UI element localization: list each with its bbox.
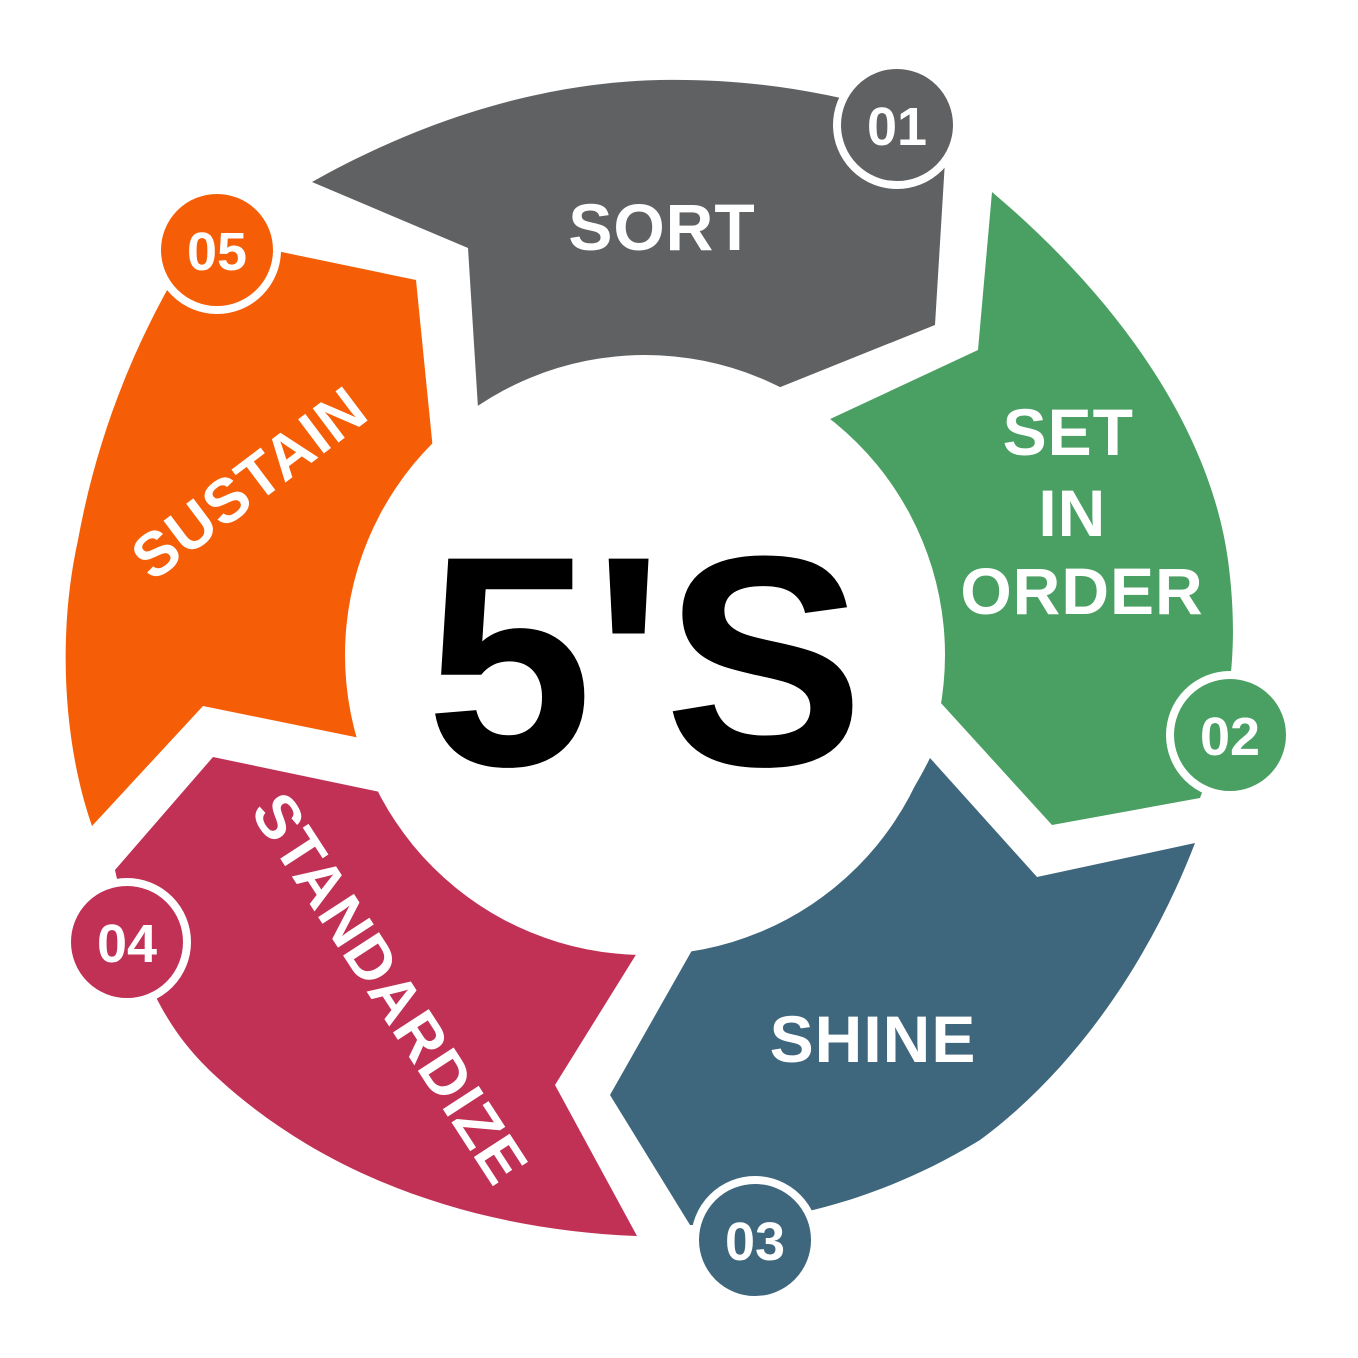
segment-sort-shape — [312, 79, 947, 408]
badge-01-circle — [833, 61, 961, 189]
badge-02-number: 02 — [1200, 707, 1260, 767]
segment-sustain: SUSTAIN — [65, 235, 433, 826]
badge-04-number: 04 — [97, 914, 157, 974]
segment-set-in-order-label: SET IN ORDER — [960, 395, 1203, 628]
badge-04: 04 — [63, 878, 191, 1006]
segment-set-in-order: SET IN ORDER — [828, 192, 1233, 825]
set-in-order-line-2: IN — [1038, 476, 1106, 550]
badge-05-number: 05 — [187, 222, 247, 282]
segment-standardize-shape — [115, 757, 637, 1236]
badge-04-circle — [63, 878, 191, 1006]
segment-sort: SORT — [312, 79, 947, 408]
center-circle — [345, 355, 945, 955]
segment-shine: SHINE — [610, 758, 1195, 1225]
badge-01-number: 01 — [867, 97, 927, 157]
set-in-order-line-1: SET — [1003, 395, 1134, 469]
segment-shine-shape — [610, 758, 1195, 1225]
badge-03-circle — [691, 1176, 819, 1304]
segment-sort-label: SORT — [568, 190, 755, 264]
center-title: 5'S — [426, 493, 864, 829]
segment-shine-label: SHINE — [770, 1002, 977, 1076]
badge-01: 01 — [833, 61, 961, 189]
badge-05: 05 — [153, 186, 281, 314]
badge-02-circle — [1166, 671, 1294, 799]
set-in-order-line-3: ORDER — [960, 554, 1203, 628]
segment-sustain-shape — [65, 235, 433, 826]
badge-05-circle — [153, 186, 281, 314]
segment-set-in-order-shape — [828, 192, 1233, 825]
badge-03: 03 — [691, 1176, 819, 1304]
badge-02: 02 — [1166, 671, 1294, 799]
badge-03-number: 03 — [725, 1212, 785, 1272]
